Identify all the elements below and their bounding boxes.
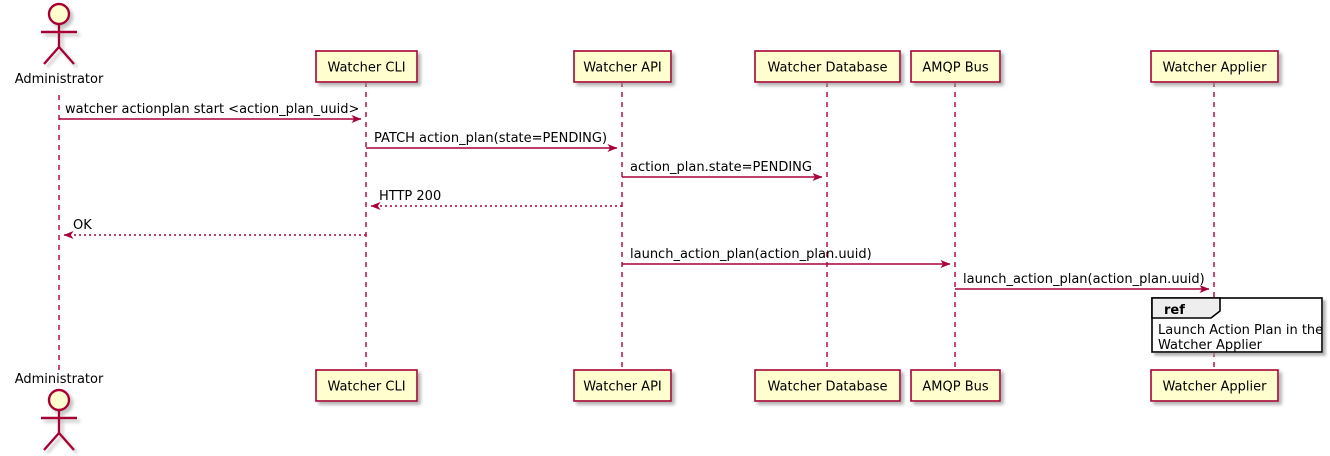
actor-label-administrator-top: Administrator [15,72,104,87]
participant-label-watcher-cli-bottom: Watcher CLI [327,380,405,395]
actor-head-icon [47,388,71,412]
participant-label-watcher-cli-top: Watcher CLI [327,61,405,76]
actor-head-icon [47,2,71,26]
message-1-watcher-actionplan-start[interactable]: watcher actionplan start <action_plan_uu… [59,102,362,123]
ref-fragment-line-1: Launch Action Plan in the [1158,323,1323,338]
participant-watcher-api-top[interactable]: Watcher API [573,50,672,83]
participant-watcher-applier-top[interactable]: Watcher Applier [1150,50,1279,83]
participant-label-watcher-applier-top: Watcher Applier [1163,61,1268,76]
participant-box [910,369,1001,402]
participant-label-watcher-database-top: Watcher Database [768,61,888,76]
participant-box [910,50,1001,83]
actor-administrator-bottom[interactable] [41,388,77,451]
message-label: HTTP 200 [379,189,441,204]
message-4-http-200[interactable]: HTTP 200 [370,189,622,210]
participant-box [315,369,418,402]
message-label: watcher actionplan start <action_plan_uu… [65,102,359,117]
ref-fragment-tab-label: ref [1164,303,1185,318]
participant-label-watcher-applier-bottom: Watcher Applier [1163,380,1268,395]
participant-box [754,50,901,83]
participant-label-watcher-api-bottom: Watcher API [583,380,662,395]
actor-administrator-top[interactable] [41,2,77,65]
participant-boxes-bottom: Watcher CLI Watcher API Watcher Database… [315,369,1279,402]
participant-amqp-bus-top[interactable]: AMQP Bus [910,50,1001,83]
message-3-action-plan-state-pending[interactable]: action_plan.state=PENDING [622,160,823,181]
message-label: PATCH action_plan(state=PENDING) [374,131,607,146]
participant-box [754,369,901,402]
message-label: action_plan.state=PENDING [630,160,812,175]
participant-label-amqp-bus-top: AMQP Bus [922,61,988,76]
participant-watcher-database-bottom[interactable]: Watcher Database [754,369,901,402]
ref-fragment-line-2: Watcher Applier [1158,338,1263,353]
message-2-patch-action-plan[interactable]: PATCH action_plan(state=PENDING) [366,131,618,152]
participant-box [315,50,418,83]
participant-box [573,369,672,402]
actor-leg-left [43,432,60,451]
participant-boxes-top: Watcher CLI Watcher API Watcher Database… [315,50,1279,83]
participant-watcher-database-top[interactable]: Watcher Database [754,50,901,83]
participant-label-amqp-bus-bottom: AMQP Bus [922,380,988,395]
actor-leg-right [58,46,75,65]
message-label: OK [73,218,92,233]
participant-amqp-bus-bottom[interactable]: AMQP Bus [910,369,1001,402]
participant-box [1150,50,1279,83]
message-label: launch_action_plan(action_plan.uuid) [630,247,872,262]
message-label: launch_action_plan(action_plan.uuid) [963,272,1205,287]
ref-fragment-tab [1151,297,1221,319]
participant-watcher-cli-bottom[interactable]: Watcher CLI [315,369,418,402]
actor-leg-left [43,46,60,65]
participant-label-watcher-database-bottom: Watcher Database [768,380,888,395]
message-7-launch-action-plan-to-applier[interactable]: launch_action_plan(action_plan.uuid) [955,272,1210,293]
lifelines-group [58,82,1215,370]
ref-fragment[interactable]: ref Launch Action Plan in the Watcher Ap… [1151,297,1323,353]
message-6-launch-action-plan-to-bus[interactable]: launch_action_plan(action_plan.uuid) [622,247,951,268]
participant-label-watcher-api-top: Watcher API [583,61,662,76]
participant-box [1150,369,1279,402]
participant-box [573,50,672,83]
participant-watcher-applier-bottom[interactable]: Watcher Applier [1150,369,1279,402]
actor-leg-right [58,432,75,451]
participant-watcher-cli-top[interactable]: Watcher CLI [315,50,418,83]
participant-watcher-api-bottom[interactable]: Watcher API [573,369,672,402]
message-5-ok[interactable]: OK [63,218,366,239]
actor-label-administrator-bottom: Administrator [15,372,104,387]
